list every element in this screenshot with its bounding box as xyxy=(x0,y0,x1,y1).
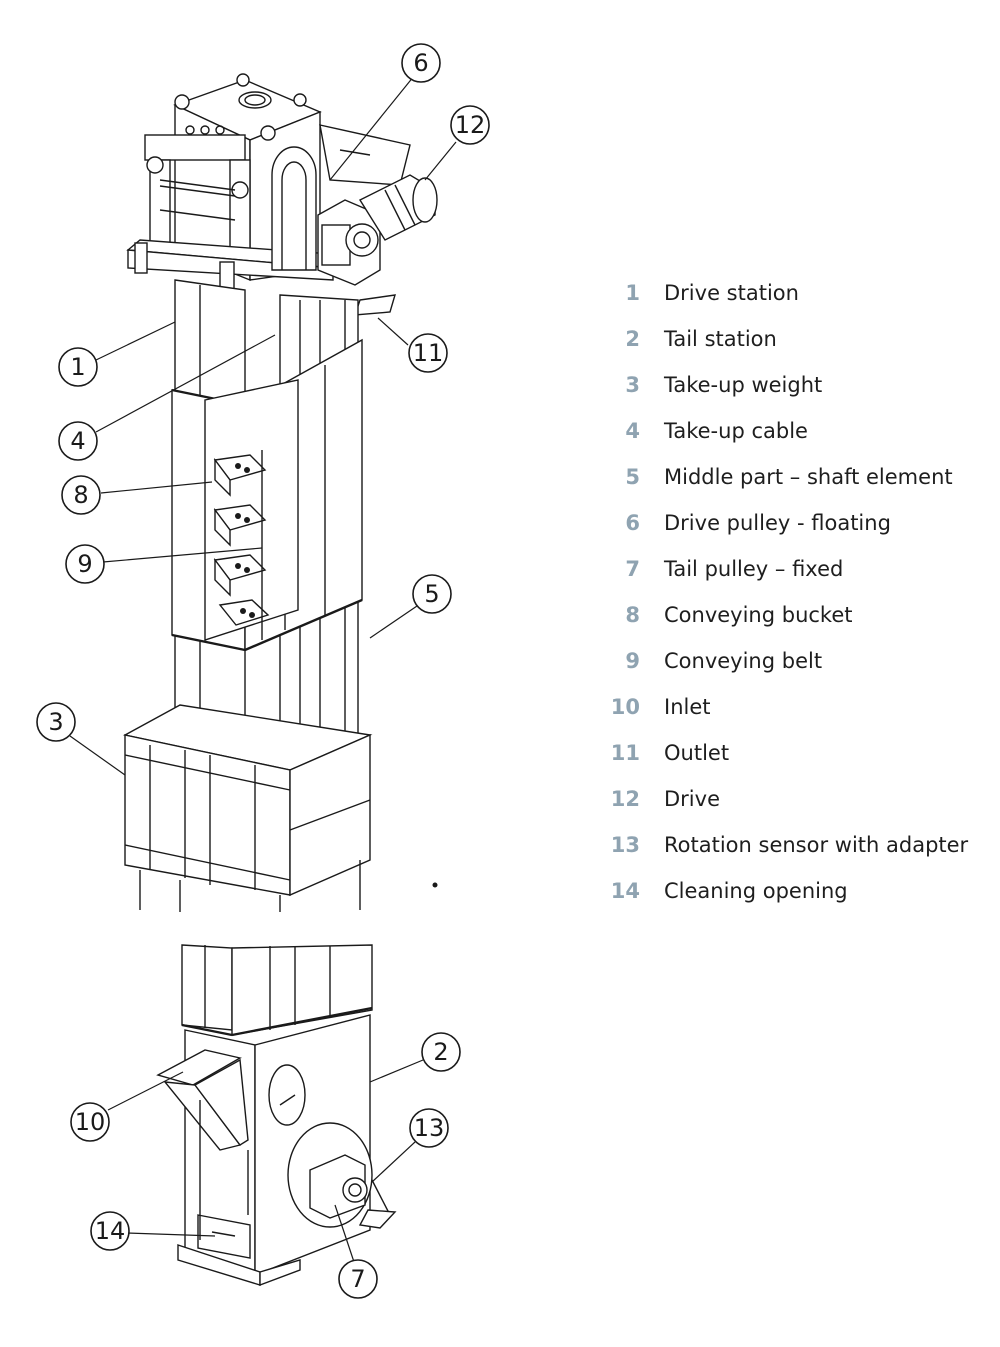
svg-text:10: 10 xyxy=(75,1108,106,1136)
svg-text:9: 9 xyxy=(77,550,92,578)
legend-label: Take-up cable xyxy=(664,419,808,443)
legend-label: Drive pulley - floating xyxy=(664,511,891,535)
legend-label: Cleaning opening xyxy=(664,879,848,903)
legend-number: 10 xyxy=(610,695,640,719)
svg-text:4: 4 xyxy=(70,427,85,455)
legend-label: Take-up weight xyxy=(664,373,823,397)
leader-lines xyxy=(69,75,457,1263)
callout-13: 13 xyxy=(409,1108,449,1148)
legend-number: 8 xyxy=(625,603,640,627)
legend-label: Conveying belt xyxy=(664,649,823,673)
bucket-group xyxy=(213,450,270,640)
svg-text:2: 2 xyxy=(433,1038,448,1066)
legend-item: 11 Outlet xyxy=(600,730,990,776)
callout-4: 4 xyxy=(58,421,98,461)
legend-item: 2 Tail station xyxy=(600,316,990,362)
callout-5: 5 xyxy=(412,574,452,614)
svg-text:3: 3 xyxy=(48,708,63,736)
svg-text:5: 5 xyxy=(424,580,439,608)
legend-number: 11 xyxy=(610,741,640,765)
legend-number: 1 xyxy=(625,281,640,305)
shaft-lower-drawing xyxy=(181,944,373,1037)
legend-item: 5 Middle part – shaft element xyxy=(600,454,990,500)
legend-item: 3 Take-up weight xyxy=(600,362,990,408)
callout-2: 2 xyxy=(421,1032,461,1072)
legend-item: 10 Inlet xyxy=(600,684,990,730)
legend-label: Middle part – shaft element xyxy=(664,465,953,489)
callout-3: 3 xyxy=(36,702,76,742)
drive-station-drawing xyxy=(126,73,438,316)
callout-8: 8 xyxy=(61,475,101,515)
callout-14: 14 xyxy=(90,1211,130,1251)
svg-text:13: 13 xyxy=(414,1114,445,1142)
shaft-upper-drawing xyxy=(171,279,363,751)
tail-station-drawing xyxy=(156,1014,397,1287)
svg-text:11: 11 xyxy=(413,339,444,367)
callout-11: 11 xyxy=(408,333,448,373)
bucket-elevator-drawing: 1 2 3 4 5 6 7 8 9 10 11 12 xyxy=(36,43,490,1299)
legend-label: Drive xyxy=(664,787,720,811)
callout-9: 9 xyxy=(65,544,105,584)
legend-label: Outlet xyxy=(664,741,730,765)
legend-number: 6 xyxy=(625,511,640,535)
legend-number: 12 xyxy=(610,787,640,811)
legend-item: 7 Tail pulley – fixed xyxy=(600,546,990,592)
legend-label: Tail station xyxy=(664,327,777,351)
stray-dot xyxy=(432,882,438,888)
legend-item: 8 Conveying bucket xyxy=(600,592,990,638)
svg-text:7: 7 xyxy=(350,1265,365,1293)
legend: 1 Drive station 2 Tail station 3 Take-up… xyxy=(600,270,990,914)
svg-text:12: 12 xyxy=(455,111,486,139)
legend-label: Conveying bucket xyxy=(664,603,853,627)
legend-item: 6 Drive pulley - floating xyxy=(600,500,990,546)
take-up-weight-drawing xyxy=(123,704,373,912)
legend-number: 9 xyxy=(625,649,640,673)
legend-label: Rotation sensor with adapter xyxy=(664,833,969,857)
legend-item: 12 Drive xyxy=(600,776,990,822)
callout-10: 10 xyxy=(70,1102,110,1142)
legend-item: 13 Rotation sensor with adapter xyxy=(600,822,990,868)
callout-6: 6 xyxy=(401,43,441,83)
legend-number: 2 xyxy=(625,327,640,351)
callout-1: 1 xyxy=(58,347,98,387)
legend-number: 14 xyxy=(610,879,640,903)
svg-text:1: 1 xyxy=(70,353,85,381)
legend-label: Inlet xyxy=(664,695,711,719)
legend-number: 3 xyxy=(625,373,640,397)
legend-item: 9 Conveying belt xyxy=(600,638,990,684)
callout-7: 7 xyxy=(338,1259,378,1299)
legend-number: 7 xyxy=(625,557,640,581)
legend-label: Tail pulley – fixed xyxy=(664,557,844,581)
legend-number: 4 xyxy=(625,419,640,443)
svg-text:14: 14 xyxy=(95,1217,126,1245)
legend-item: 14 Cleaning opening xyxy=(600,868,990,914)
svg-text:6: 6 xyxy=(413,49,428,77)
legend-item: 1 Drive station xyxy=(600,270,990,316)
legend-number: 13 xyxy=(610,833,640,857)
legend-label: Drive station xyxy=(664,281,799,305)
callout-12: 12 xyxy=(450,105,490,145)
svg-text:8: 8 xyxy=(73,481,88,509)
legend-item: 4 Take-up cable xyxy=(600,408,990,454)
legend-number: 5 xyxy=(625,465,640,489)
